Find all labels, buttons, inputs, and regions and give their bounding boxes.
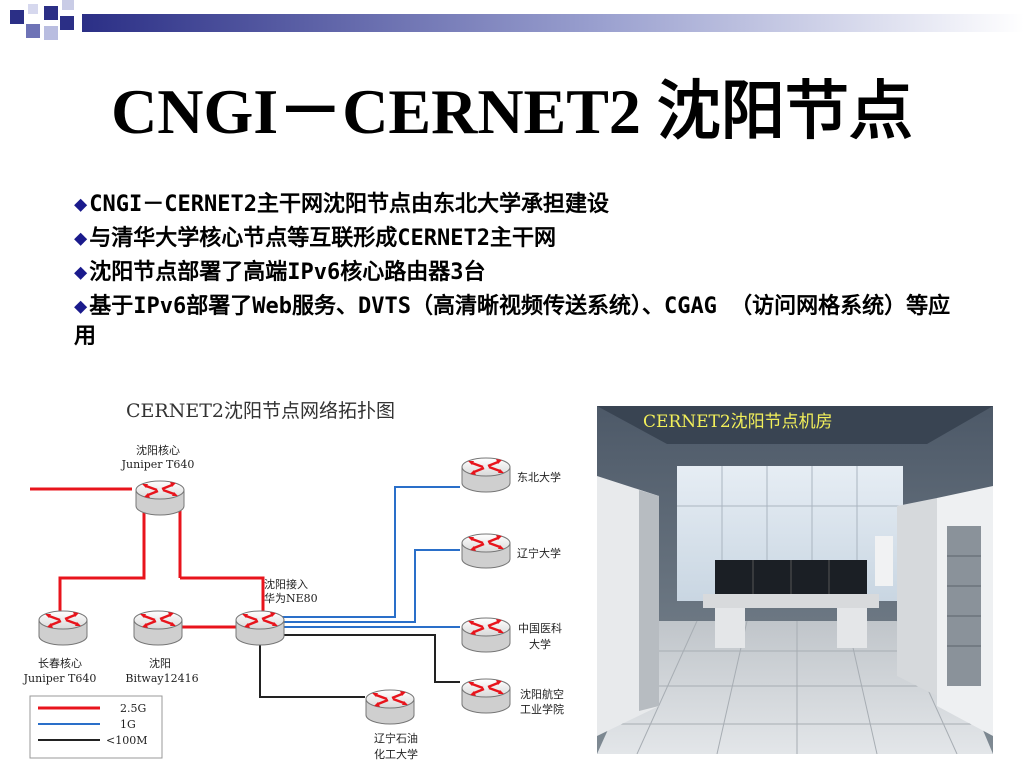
bullet-item: ◆沈阳节点部署了高端IPv6核心路由器3台 xyxy=(74,260,486,285)
links-1g xyxy=(282,486,460,628)
bullet-item: ◆基于IPv6部署了Web服务、DVTS（高清晰视频传送系统）、CGAG （访问… xyxy=(74,294,951,349)
legend-label-100m: <100M xyxy=(106,734,147,747)
node-core-name: 沈阳核心 xyxy=(136,443,180,457)
diagram-title: CERNET2沈阳节点网络拓扑图 xyxy=(126,400,395,422)
router-icon xyxy=(460,677,512,715)
node-lnpu-line1: 辽宁石油 xyxy=(374,731,418,745)
header-decoration xyxy=(10,0,1024,40)
legend-label-1g: 1G xyxy=(120,718,136,731)
node-sau-line2: 工业学院 xyxy=(520,702,564,716)
node-changchun-name: 长春核心 xyxy=(38,656,82,670)
diamond-icon: ◆ xyxy=(74,294,88,319)
node-lnu: 辽宁大学 xyxy=(517,546,561,560)
node-changchun-model: Juniper T640 xyxy=(23,672,97,685)
node-cmu-line2: 大学 xyxy=(529,637,551,651)
bullet-item: ◆CNGI－CERNET2主干网沈阳节点由东北大学承担建设 xyxy=(74,192,609,217)
machine-room-photo: CERNET2沈阳节点机房 xyxy=(597,406,993,754)
legend-label-2-5g: 2.5G xyxy=(120,702,146,715)
router-icon xyxy=(134,479,186,517)
legend: 2.5G 1G <100M xyxy=(29,695,163,759)
node-lnpu-line2: 化工大学 xyxy=(374,747,418,761)
diamond-icon: ◆ xyxy=(74,260,88,285)
router-icon xyxy=(460,532,512,570)
diamond-icon: ◆ xyxy=(74,192,88,217)
node-neu: 东北大学 xyxy=(517,470,561,484)
slide-title: CNGI－CERNET2 沈阳节点 xyxy=(111,76,913,147)
photo-caption: CERNET2沈阳节点机房 xyxy=(643,412,833,432)
router-icon xyxy=(364,688,416,726)
topology-diagram: CERNET2沈阳节点网络拓扑图 沈阳核心 Juniper T640 沈阳接入 … xyxy=(23,400,564,761)
node-cmu-line1: 中国医科 xyxy=(518,621,562,635)
bullet-list: ◆CNGI－CERNET2主干网沈阳节点由东北大学承担建设 ◆与清华大学核心节点… xyxy=(74,190,974,356)
links-100m xyxy=(259,634,460,698)
router-icon xyxy=(132,609,184,647)
node-access-name: 沈阳接入 xyxy=(264,577,308,591)
diamond-icon: ◆ xyxy=(74,226,88,251)
router-icon xyxy=(460,456,512,494)
router-icon xyxy=(37,609,89,647)
node-sau-line1: 沈阳航空 xyxy=(520,687,564,701)
node-bitway-name: 沈阳 xyxy=(149,656,171,670)
node-access-model: 华为NE80 xyxy=(264,591,318,605)
router-icon xyxy=(460,616,512,654)
node-bitway-model: Bitway12416 xyxy=(125,672,198,685)
node-core-model: Juniper T640 xyxy=(121,458,195,471)
bullet-item: ◆与清华大学核心节点等互联形成CERNET2主干网 xyxy=(74,226,556,251)
router-icon xyxy=(234,609,286,647)
